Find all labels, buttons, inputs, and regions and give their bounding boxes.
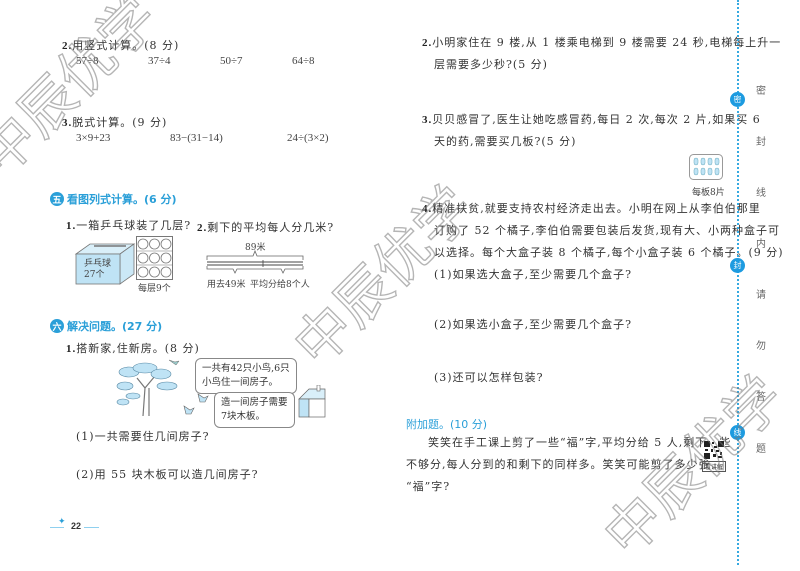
- margin-char: 勿: [756, 341, 766, 352]
- expr: 37÷4: [148, 55, 171, 67]
- margin-char: 答: [756, 392, 766, 403]
- ping-pong-box-illustration: [74, 243, 136, 285]
- speech-bubble-planks: 造一间房子需要 7块木板。: [214, 392, 295, 428]
- pill-caption: 每板8片: [692, 188, 725, 198]
- expr: 64÷8: [292, 55, 315, 67]
- speech-bubble-birds: 一共有42只小鸟,6只 小鸟住一间房子。: [195, 358, 297, 394]
- section-badge: 五: [50, 192, 64, 206]
- ball-tray-illustration: [136, 236, 173, 280]
- margin-char: 封: [756, 137, 766, 148]
- s5-problem-1: 1.一箱乒乓球装了几层?: [66, 219, 192, 232]
- section-badge: 六: [50, 319, 64, 333]
- sparkle-icon: ✦: [58, 517, 66, 527]
- expr: 50÷7: [220, 55, 243, 67]
- total-length-label: 89米: [245, 243, 266, 253]
- margin-char: 内: [756, 239, 766, 250]
- seal-dot: 封: [730, 258, 745, 273]
- expr: 83−(31−14): [170, 132, 223, 144]
- expr: 24÷(3×2): [287, 132, 329, 144]
- s6-problem-1: 1.搭新家,住新房。(8 分): [66, 342, 200, 355]
- r-question-3: 3.贝贝感冒了,医生让她吃感冒药,每日 2 次,每次 2 片,如果买 6 天的药…: [422, 113, 761, 148]
- flying-birds-icon: [183, 393, 209, 415]
- qr-code-icon[interactable]: [703, 440, 725, 460]
- s6-sub-question-2: (2)用 55 块木板可以造几间房子?: [76, 468, 259, 481]
- watermark: 中辰优学: [0, 0, 171, 190]
- footer-line-left: [50, 527, 64, 528]
- r-question-2: 2.小明家住在 9 楼,从 1 楼乘电梯到 9 楼需要 24 秒,电梯每上升一 …: [422, 36, 782, 71]
- s6-sub-question-1: (1)一共需要住几间房子?: [76, 430, 210, 443]
- seal-line: [737, 0, 739, 565]
- s5-problem-2: 2.剩下的平均每人分几米?: [197, 221, 335, 234]
- section-6-title: 六 解决问题。(27 分): [50, 318, 162, 334]
- box-label: 乒乓球 27个: [84, 259, 112, 280]
- pill-blister-pack-icon: [689, 154, 723, 180]
- used-label: 用去49米: [207, 280, 246, 290]
- section-5-title: 五 看图列式计算。(6 分): [50, 191, 177, 207]
- house-illustration: [298, 385, 326, 418]
- margin-char: 请: [756, 290, 766, 301]
- r-question-4: 4.精准扶贫,就要支持农村经济走出去。小明在网上从李伯伯那里 订购了 52 个橘…: [422, 202, 784, 281]
- page-number: 22: [71, 521, 82, 531]
- q4-sub-question-2: (2)如果选小盒子,至少需要几个盒子?: [434, 318, 632, 331]
- segment-diagram: [206, 250, 304, 274]
- margin-char: 线: [756, 188, 766, 199]
- tray-caption: 每层9个: [138, 284, 171, 294]
- seal-dot: 密: [730, 92, 745, 107]
- expr: 3×9+23: [76, 132, 111, 144]
- margin-char: 题: [756, 444, 766, 455]
- bonus-title: 附加题。(10 分): [406, 418, 488, 431]
- margin-char: 密: [756, 86, 766, 97]
- expr: 57÷8: [76, 55, 99, 67]
- footer-line-right: [84, 527, 99, 528]
- q4-sub-question-3: (3)还可以怎样包装?: [434, 371, 544, 384]
- bonus-question: 笑笑在手工课上剪了一些“福”字,平均分给 5 人,剩下一些 不够分,每人分到的和…: [406, 436, 732, 493]
- qr-caption: 看讲解: [702, 461, 727, 472]
- seal-dot: 线: [730, 425, 745, 440]
- tree-with-birds-illustration: [116, 359, 180, 417]
- q2-title: 2.用竖式计算。(8 分): [62, 39, 180, 52]
- q3-title: 3.脱式计算。(9 分): [62, 116, 168, 129]
- split-label: 平均分给8个人: [250, 280, 310, 290]
